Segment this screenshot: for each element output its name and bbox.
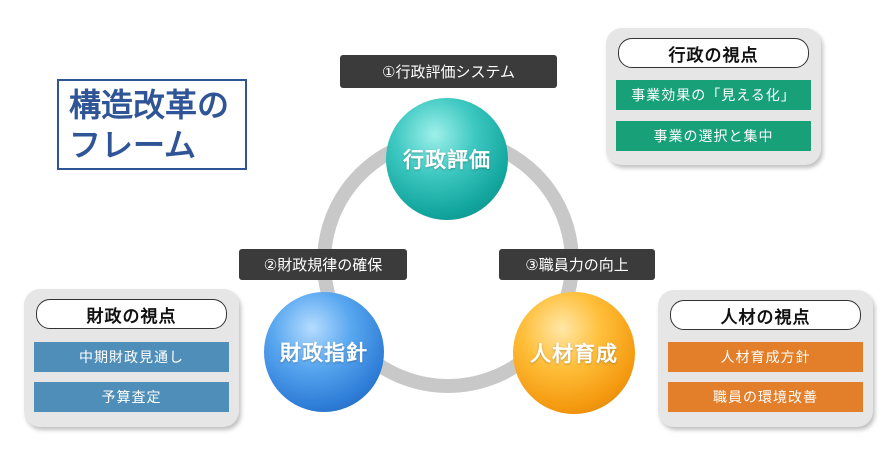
- node-hr-development: 人材育成: [513, 292, 635, 414]
- people-item-work-environment: 職員の環境改善: [668, 382, 863, 412]
- panel-finance-perspective: 財政の視点 中期財政見通し 予算査定: [24, 289, 239, 427]
- panel-people-perspective: 人材の視点 人材育成方針 職員の環境改善: [658, 290, 873, 427]
- title-line-1: 構造改革の: [69, 85, 230, 124]
- title-line-2: フレーム: [69, 125, 197, 164]
- label-admin-evaluation-system: ①行政評価システム: [340, 55, 557, 88]
- label-staff-capability: ③職員力の向上: [499, 249, 655, 280]
- node-admin-evaluation-text: 行政評価: [403, 148, 491, 172]
- panel-admin-heading: 行政の視点: [618, 38, 809, 68]
- node-fiscal-guideline: 財政指針: [264, 292, 384, 412]
- label-fiscal-discipline: ②財政規律の確保: [239, 249, 407, 280]
- node-fiscal-guideline-text: 財政指針: [280, 341, 368, 365]
- panel-admin-perspective: 行政の視点 事業効果の「見える化」 事業の選択と集中: [606, 28, 821, 165]
- panel-people-heading: 人材の視点: [670, 300, 861, 330]
- finance-item-midterm-outlook: 中期財政見通し: [34, 342, 229, 372]
- finance-item-budget-review: 予算査定: [34, 382, 229, 412]
- panel-finance-heading: 財政の視点: [36, 299, 227, 329]
- node-admin-evaluation: 行政評価: [386, 98, 508, 220]
- people-item-hr-policy: 人材育成方針: [668, 342, 863, 372]
- admin-item-visualization: 事業効果の「見える化」: [616, 80, 811, 110]
- title-box: 構造改革の フレーム: [57, 79, 247, 170]
- node-hr-development-text: 人材育成: [530, 342, 618, 366]
- admin-item-selection: 事業の選択と集中: [616, 121, 811, 151]
